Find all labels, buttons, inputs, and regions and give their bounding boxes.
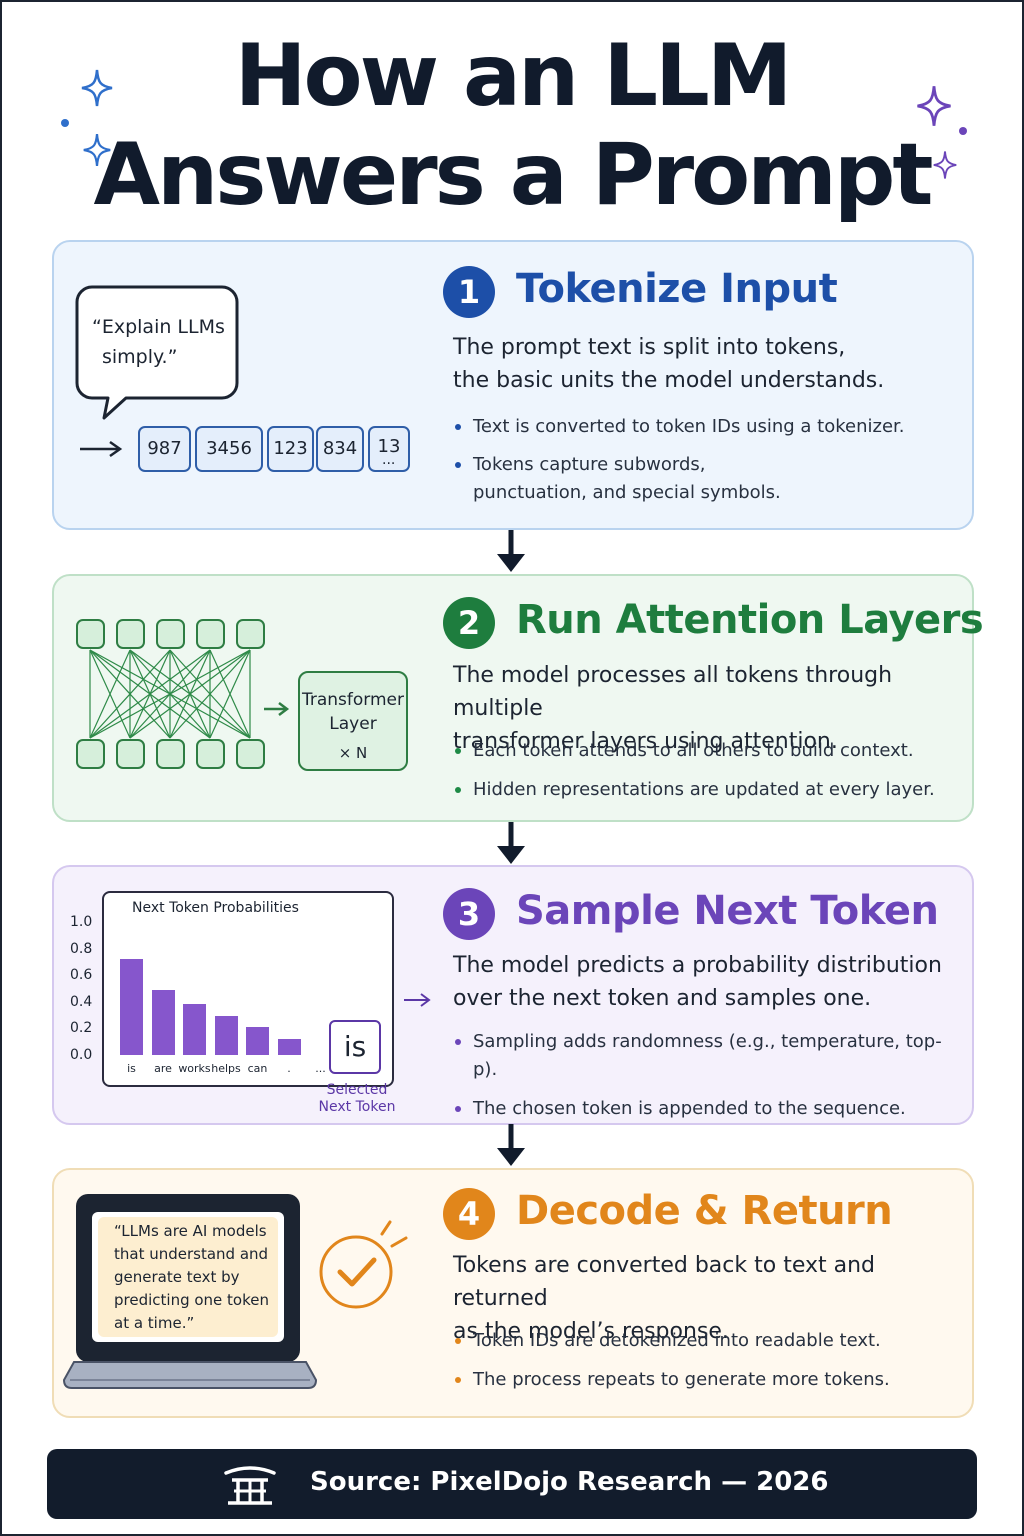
response-text: “LLMs are AI models that understand and … [114,1220,282,1335]
step-4-bullets: Token IDs are detokenized into readable … [453,1327,943,1394]
y-tick-label: 0.0 [70,1047,93,1063]
response-line: “LLMs are AI models [114,1222,267,1240]
y-tick-label: 0.8 [70,941,93,957]
selected-label-line: Next Token [318,1099,396,1115]
x-tick-label: ... [315,1062,326,1075]
dot-icon [959,127,967,135]
response-note [98,1217,278,1337]
transformer-label: Transformer [301,690,404,710]
step-2-bullets: Each token attends to all others to buil… [453,737,943,804]
description-line: The model processes all tokens through m… [453,663,893,721]
bullet-item: Each token attends to all others to buil… [453,737,943,765]
dojo-icon [224,1466,276,1505]
token-ellipsis: ... [382,452,396,468]
transformer-repeat: × N [338,744,368,762]
laptop-base [62,1361,318,1389]
step-1-bullets: Text is converted to token IDs using a t… [453,413,943,507]
bar-are [151,989,175,1055]
down-arrow-icon [497,822,525,864]
attention-network [76,619,265,769]
y-tick-label: 0.6 [70,967,93,983]
down-arrow-icon [497,1124,525,1166]
y-tick-label: 1.0 [70,914,93,930]
chart-title: Next Token Probabilities [132,900,299,916]
step-4-number: 4 [443,1188,495,1240]
footer-source: Source: PixelDojo Research — 2026 [310,1467,829,1497]
description-line: The model predicts a probability distrib… [453,953,942,978]
step-1-description: The prompt text is split into tokens, th… [453,331,953,397]
transformer-layer-box: Transformer Layer × N [298,671,408,771]
description-line: The prompt text is split into tokens, [453,335,846,360]
step-1-heading: Tokenize Input [516,266,838,312]
description-line: transformer layers using attention. [453,729,838,754]
sparkle-icon [83,134,111,166]
token-chip: 834 [316,426,364,472]
checkmark-icon [319,1220,408,1309]
bar-is [120,959,143,1055]
y-tick-label: 0.2 [70,1020,93,1036]
bullet-item: Hidden representations are updated at ev… [453,776,943,804]
token-chip: 987 [138,426,191,472]
right-arrow-icon [264,702,290,716]
token-chip: 3456 [195,426,263,472]
x-tick-label: can [247,1062,268,1075]
transformer-label: Layer [329,714,377,734]
bar-helps [214,1016,238,1055]
description-line: the basic units the model understands. [453,368,885,393]
bullet-item: The chosen token is appended to the sequ… [453,1095,943,1123]
x-tick-label: . [287,1062,291,1075]
step-3-heading: Sample Next Token [516,888,939,934]
right-arrow-icon [404,993,431,1007]
step-1-number: 1 [443,266,495,318]
bar-can [246,1027,269,1055]
down-arrow-icon [497,530,525,572]
token-value: 13 [377,436,401,457]
response-line: at a time.” [114,1314,195,1332]
bar-works [183,1004,206,1055]
response-line: predicting one token [114,1291,269,1309]
step-4-heading: Decode & Return [516,1188,893,1234]
prompt-line: “Explain LLMs [92,316,225,338]
selected-token-box: is [329,1020,381,1074]
step-2-number: 2 [443,597,495,649]
selected-token-label: Selected Next Token [316,1082,398,1116]
bullet-item: Token IDs are detokenized into readable … [453,1327,943,1355]
x-tick-label: works [178,1062,211,1075]
step-2-description: The model processes all tokens through m… [453,659,963,758]
response-line: generate text by [114,1268,240,1286]
footer-bar [47,1449,977,1519]
response-line: that understand and [114,1245,269,1263]
description-line: over the next token and samples one. [453,986,872,1011]
sparkle-icon [933,151,957,179]
description-line: as the model’s response. [453,1319,729,1344]
step-4-description: Tokens are converted back to text and re… [453,1249,963,1348]
dot-icon [61,119,69,127]
description-line: Tokens are converted back to text and re… [453,1253,875,1311]
x-tick-label: are [154,1062,172,1075]
bullet-item: Tokens capture subwords, punctuation, an… [453,451,813,507]
step-3-description: The model predicts a probability distrib… [453,949,953,1015]
x-tick-label: is [127,1062,136,1075]
selected-label-line: Selected [326,1082,388,1098]
right-arrow-icon [80,440,123,458]
sparkle-icon [917,86,951,126]
prompt-text: “Explain LLMs simply.” [92,312,232,372]
prompt-line: simply.” [102,346,178,368]
token-chip: 13 [368,426,410,472]
step-3-number: 3 [443,888,495,940]
bullet-item: The process repeats to generate more tok… [453,1366,943,1394]
bar- [277,1039,301,1055]
step-2-heading: Run Attention Layers [516,597,984,643]
token-chip: 123 [267,426,314,472]
speech-bubble [75,285,239,420]
sparkle-icon [81,69,113,107]
title-line-2: Answers a Prompt [93,125,933,225]
x-tick-label: helps [211,1062,241,1075]
bullet-item: Sampling adds randomness (e.g., temperat… [453,1028,943,1084]
step-3-bullets: Sampling adds randomness (e.g., temperat… [453,1028,943,1123]
bullet-item: Text is converted to token IDs using a t… [453,413,943,441]
y-tick-label: 0.4 [70,994,93,1010]
title-line-1: How an LLM [234,26,793,126]
